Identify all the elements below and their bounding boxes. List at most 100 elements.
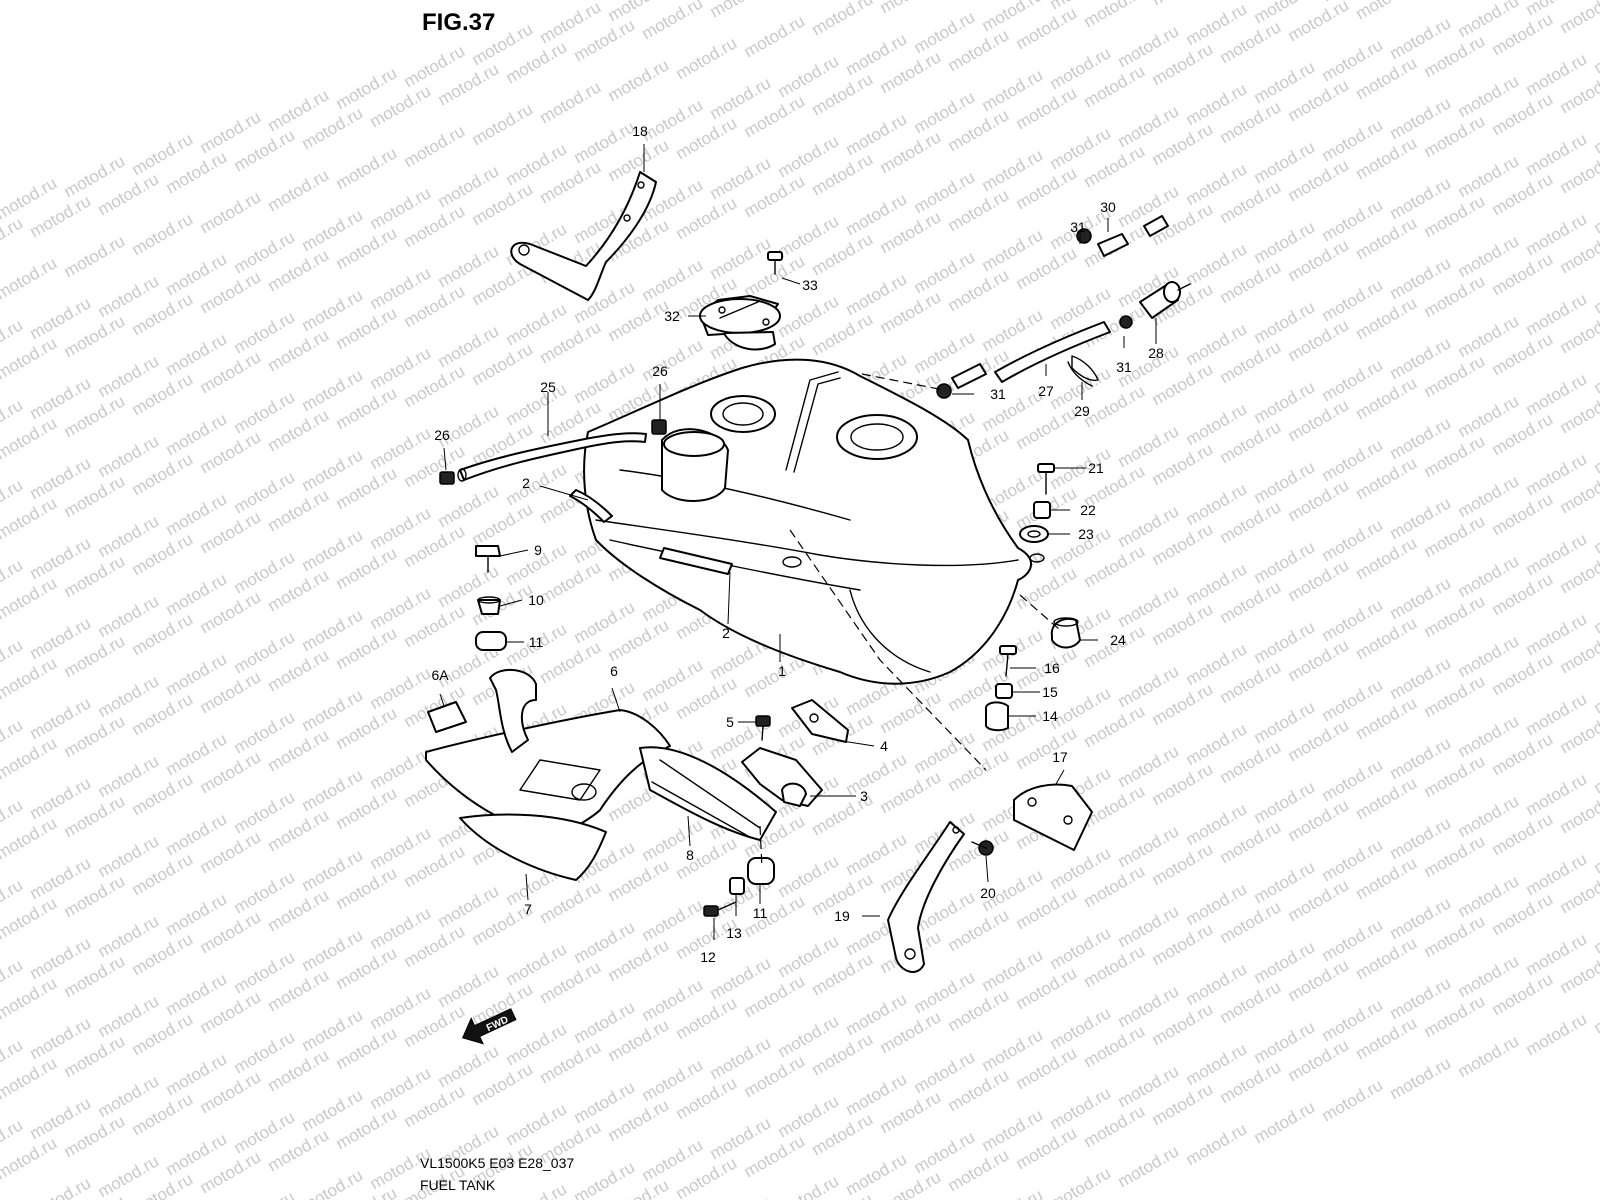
- callout-30: 30: [1100, 199, 1116, 215]
- callout-21: 21: [1088, 460, 1104, 476]
- watermark-text: motod.ru: [1591, 267, 1600, 317]
- hose-clamp-31b: [1119, 315, 1133, 329]
- collar-13: [729, 877, 745, 895]
- watermark-text: motod.ru: [1591, 427, 1600, 477]
- callout-31: 31: [1116, 359, 1132, 375]
- callout-3: 3: [860, 788, 868, 804]
- callout-33: 33: [802, 277, 818, 293]
- watermark-text: motod.ru: [1591, 507, 1600, 557]
- watermark-text: motod.ru: [503, 1179, 571, 1200]
- watermark-text: motod.ru: [231, 1187, 299, 1200]
- watermark-text: motod.ru: [1251, 1097, 1319, 1147]
- callout-20: 20: [980, 885, 996, 901]
- bolt-20: [971, 840, 994, 856]
- watermark-text: motod.ru: [1591, 747, 1600, 797]
- callout-4: 4: [880, 738, 888, 754]
- callout-32: 32: [664, 308, 680, 324]
- callout-7: 7: [524, 901, 532, 917]
- cover-7: [459, 813, 607, 881]
- watermark-text: motod.ru: [1591, 27, 1600, 77]
- model-code: VL1500K5 E03 E28_037: [420, 1155, 574, 1171]
- watermark-text: motod.ru: [571, 1157, 639, 1200]
- callout-12: 12: [700, 949, 716, 965]
- callout-25: 25: [540, 379, 556, 395]
- watermark-text: motod.ru: [1421, 0, 1489, 1]
- bracket-18: [510, 171, 657, 301]
- rubber-strip-lower: [659, 547, 733, 575]
- leader-lines: [439, 144, 1157, 940]
- callout-11: 11: [753, 905, 768, 921]
- watermark-text: motod.ru: [0, 213, 26, 263]
- callout-28: 28: [1148, 345, 1164, 361]
- arrow-forward-icon: [461, 1008, 517, 1045]
- watermark-text: motod.ru: [639, 0, 707, 43]
- cushion-11-upper: [475, 631, 507, 651]
- callout-2: 2: [722, 625, 730, 641]
- callout-26: 26: [652, 363, 668, 379]
- watermark-text: motod.ru: [1591, 187, 1600, 237]
- callout-17: 17: [1052, 749, 1068, 765]
- vent-hose-27: [951, 321, 1111, 389]
- watermark-text: motod.ru: [27, 1173, 95, 1200]
- watermark-text: motod.ru: [1149, 0, 1217, 9]
- filter-28: [1139, 281, 1191, 319]
- watermark-text: motod.ru: [707, 0, 775, 21]
- callout-5: 5: [726, 714, 734, 730]
- fuel-tank: [583, 358, 1045, 685]
- bracket-4: [791, 699, 849, 743]
- watermark-text: motod.ru: [1557, 0, 1600, 37]
- watermark-text: motod.ru: [877, 0, 945, 17]
- callout-19: 19: [834, 908, 850, 924]
- watermark-text: motod.ru: [1183, 1119, 1251, 1169]
- watermark-text: motod.ru: [775, 1171, 843, 1200]
- callout-9: 9: [534, 542, 542, 558]
- watermark-text: motod.ru: [1591, 587, 1600, 637]
- callout-18: 18: [632, 123, 648, 139]
- callout-26: 26: [434, 427, 450, 443]
- collar-10: [477, 596, 501, 615]
- watermark-text: motod.ru: [0, 253, 60, 303]
- figure-caption: FUEL TANK: [420, 1177, 496, 1193]
- callout-31: 31: [1070, 219, 1086, 235]
- watermark-text: motod.ru: [401, 121, 469, 171]
- watermark-text: motod.ru: [1081, 0, 1149, 31]
- callout-22: 23: [1078, 526, 1094, 542]
- callout-6: 6: [610, 663, 618, 679]
- watermark-text: motod.ru: [1115, 1141, 1183, 1191]
- figure-title: FIG.37: [422, 9, 495, 36]
- cushion-14: [985, 701, 1009, 732]
- watermark-text: motod.ru: [537, 77, 605, 127]
- hose-holder-29: [1067, 355, 1099, 387]
- cushion-11-lower: [747, 857, 775, 885]
- callout-11: 11: [529, 634, 544, 650]
- watermark-text: motod.ru: [809, 0, 877, 39]
- callout-23: 22: [1080, 502, 1096, 518]
- callout-16: 16: [1044, 660, 1060, 676]
- callout-31: 31: [990, 386, 1006, 402]
- watermark-text: motod.ru: [673, 33, 741, 83]
- watermark-text: motod.ru: [1591, 107, 1600, 157]
- watermark-text: motod.ru: [1455, 1031, 1523, 1081]
- callout-27: 27: [1038, 383, 1054, 399]
- watermark-text: motod.ru: [741, 11, 809, 61]
- watermark-text: motod.ru: [1387, 1053, 1455, 1103]
- plate-17: [1013, 783, 1093, 851]
- watermark-text: motod.ru: [129, 209, 197, 259]
- plate-6: [425, 668, 671, 841]
- guard-8: [639, 746, 777, 841]
- callout-13: 13: [726, 925, 742, 941]
- bolt-33: [767, 251, 783, 275]
- callout-29: 29: [1074, 403, 1090, 419]
- cushion-22: [1019, 525, 1049, 543]
- callout-8: 8: [686, 847, 694, 863]
- watermark-text: motod.ru: [1353, 0, 1421, 23]
- watermark-text: motod.ru: [1523, 1009, 1591, 1059]
- bracket-3: [741, 747, 823, 807]
- bolt-5: [755, 715, 771, 741]
- watermark-text: motod.ru: [333, 143, 401, 193]
- watermark-text: motod.ru: [1319, 1075, 1387, 1125]
- watermark-text: motod.ru: [1591, 347, 1600, 397]
- breather-hose: [457, 432, 647, 482]
- hose-clamp-26a: [439, 471, 455, 485]
